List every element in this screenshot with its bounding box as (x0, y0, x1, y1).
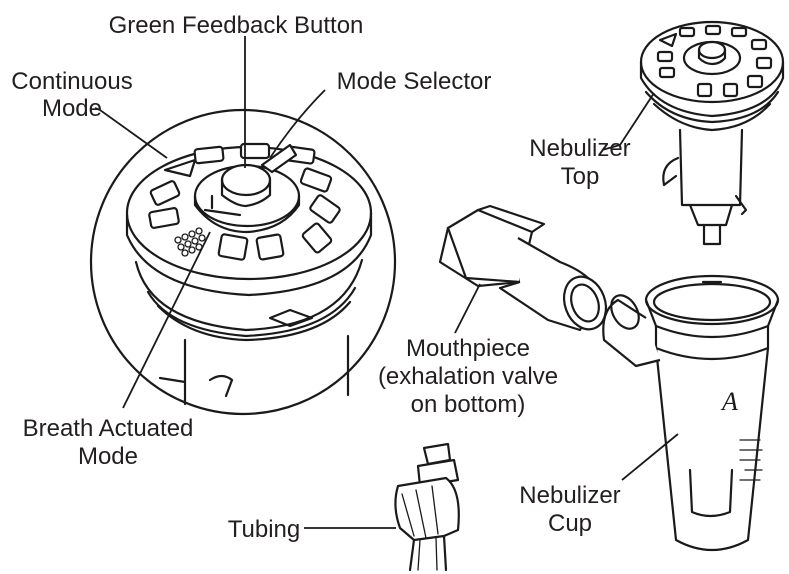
label-green-feedback-button: Green Feedback Button (109, 12, 364, 39)
labels: Green Feedback Button Continuous Mode Mo… (11, 12, 630, 543)
magnifier-circle (89, 108, 397, 416)
label-continuous-mode-line2: Mode (42, 95, 102, 122)
tubing-illustration (394, 442, 460, 572)
label-mouthpiece-line3: on bottom) (411, 391, 526, 418)
green-feedback-button-shape (220, 163, 272, 197)
label-nebulizer-top-line1: Nebulizer (529, 135, 630, 162)
label-nebulizer-top-line2: Top (561, 163, 600, 190)
svg-text:A: A (720, 387, 738, 416)
label-continuous-mode-line1: Continuous (11, 68, 132, 95)
mode-selector-lever (260, 143, 298, 174)
nebulizer-cup-illustration: A (602, 274, 780, 551)
label-breath-actuated-mode-line1: Breath Actuated (23, 415, 194, 442)
continuous-mode-triangle-icon (163, 158, 197, 178)
label-nebulizer-cup-line1: Nebulizer (519, 482, 620, 509)
label-nebulizer-cup-line2: Cup (548, 510, 592, 537)
vent-slots (148, 142, 341, 261)
label-tubing: Tubing (228, 516, 301, 543)
label-mode-selector: Mode Selector (337, 68, 492, 95)
label-mouthpiece-line2: (exhalation valve (378, 363, 558, 390)
label-breath-actuated-mode-line2: Mode (78, 443, 138, 470)
label-mouthpiece-line1: Mouthpiece (406, 335, 530, 362)
nebulizer-top-illustration (639, 20, 785, 246)
breath-actuated-dots-icon (174, 227, 206, 257)
leader-lines (94, 36, 679, 529)
mouthpiece-illustration (438, 204, 608, 332)
magnified-nebulizer-top (89, 108, 397, 416)
